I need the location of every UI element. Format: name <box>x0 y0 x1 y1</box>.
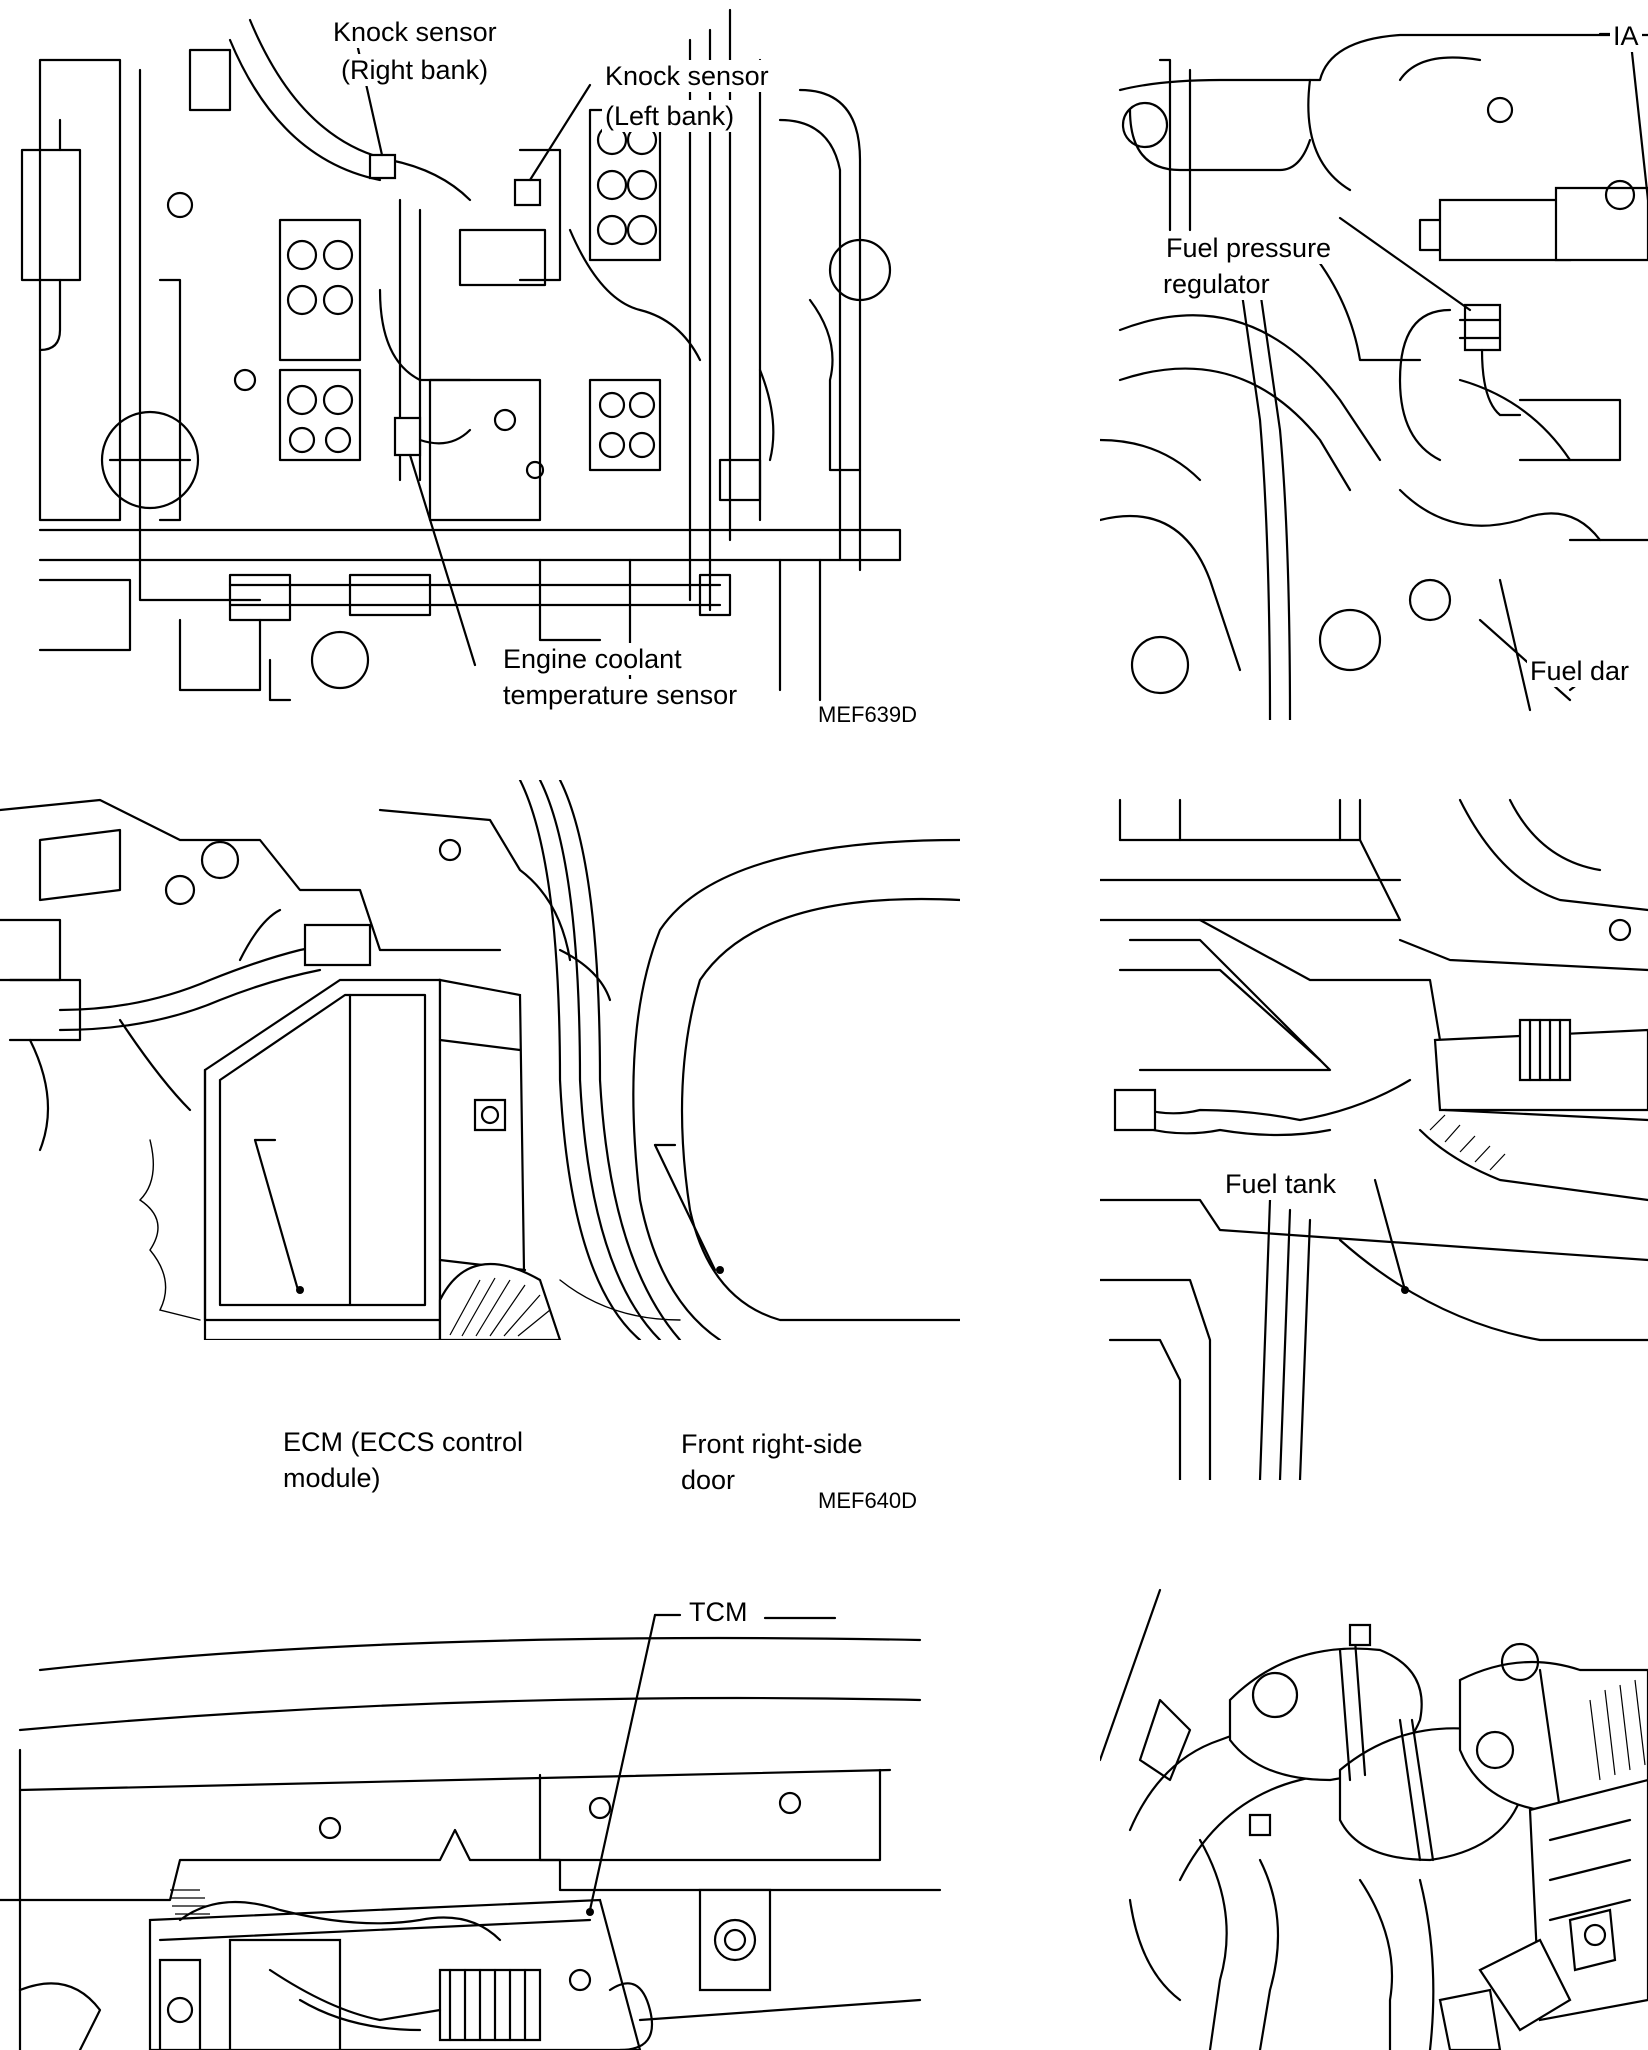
leader-lines <box>1338 32 1648 692</box>
coolant-sensor-label: Engine coolant <box>500 643 685 675</box>
fuel-tank-diagram <box>1100 798 1648 1480</box>
ecm-location-diagram <box>0 780 960 1340</box>
knock-sensor-left-label: Knock sensor <box>602 60 772 92</box>
fuel-tank-drawing <box>1100 798 1648 1480</box>
tcm-drawing <box>0 1636 942 2050</box>
tcm-label: TCM <box>686 1596 751 1628</box>
coolant-sensor-label-line2: temperature sensor <box>500 679 741 711</box>
leader-lines <box>253 1138 717 1292</box>
front-right-door-label: Front right-side <box>678 1428 866 1460</box>
fuel-damper-label: Fuel dar <box>1527 655 1633 687</box>
intake-ports-right <box>588 108 662 472</box>
ecm-label: ECM (ECCS control <box>280 1426 527 1458</box>
tcm-location-diagram <box>0 1613 942 2050</box>
fuel-pressure-regulator-label-line2: regulator <box>1160 268 1273 300</box>
figure-code-mef639d: MEF639D <box>818 702 918 727</box>
iac-valve-label: IA <box>1610 20 1642 52</box>
front-right-door-label-line2: door <box>678 1464 739 1496</box>
knock-sensor-left-bank-label: (Left bank) <box>602 100 738 132</box>
engine-block-drawing <box>20 8 902 702</box>
figure-code-mef640d: MEF640D <box>818 1488 918 1513</box>
manifold-drawing <box>1100 1588 1648 2050</box>
intake-ports-left <box>278 218 362 462</box>
fuel-pressure-regulator-label: Fuel pressure <box>1163 232 1335 264</box>
leader-lines <box>588 1613 837 1912</box>
intake-manifold-diagram <box>1100 1588 1648 2050</box>
fuel-tank-label: Fuel tank <box>1222 1168 1340 1200</box>
leader-lines <box>1373 1178 1407 1292</box>
ecm-drawing <box>0 780 960 1340</box>
engine-sensors-diagram <box>20 8 902 702</box>
fuel-pressure-regulator-diagram <box>1100 32 1648 720</box>
knock-sensor-right-label: Knock sensor <box>330 16 500 48</box>
ecm-label-line2: module) <box>280 1462 384 1494</box>
knock-sensor-right-bank-label: (Right bank) <box>338 54 492 86</box>
regulator-drawing <box>1100 33 1648 720</box>
